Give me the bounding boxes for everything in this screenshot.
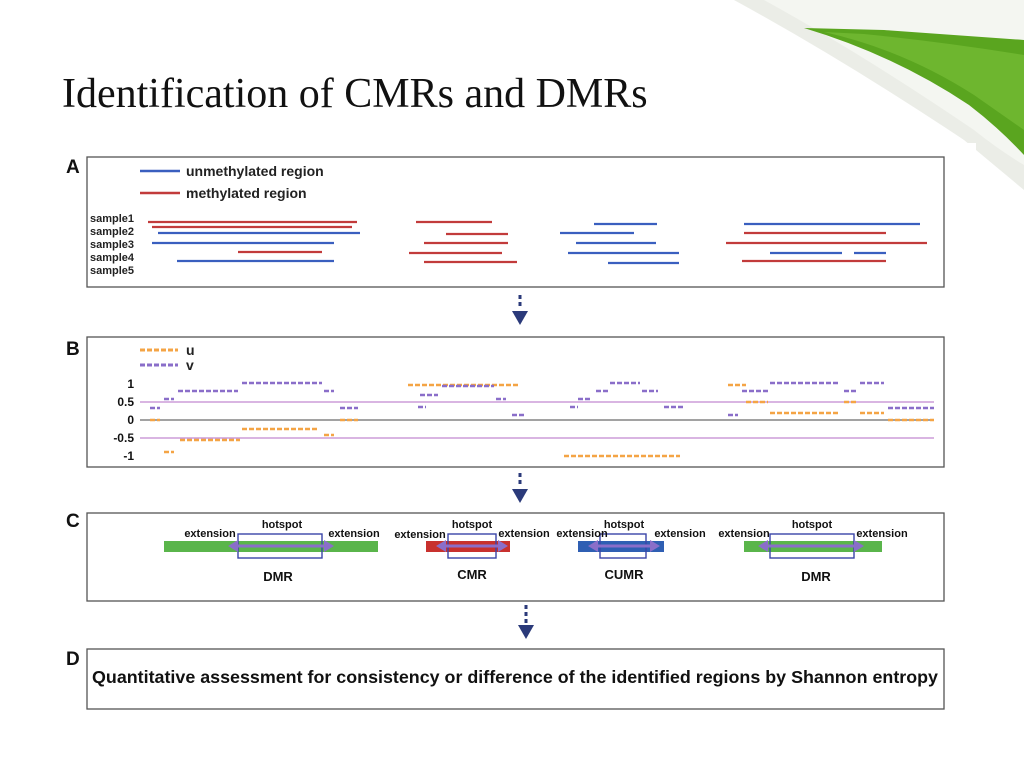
- hotspot-arrow-head-left: [758, 540, 768, 552]
- flow-arrow-b-c: [512, 473, 528, 503]
- region-dmr-2: extension hotspot extension DMR: [718, 519, 908, 584]
- extension-label-right: extension: [654, 528, 706, 540]
- slide-title: Identification of CMRs and DMRs: [62, 71, 648, 117]
- y-tick-neg-0-5: -0.5: [113, 431, 134, 445]
- region-cmr: extension hotspot extension CMR: [394, 519, 550, 582]
- y-tick-neg-1: -1: [123, 449, 134, 463]
- extension-label-right: extension: [498, 528, 550, 540]
- extension-label-right: extension: [856, 528, 908, 540]
- extension-label-left: extension: [718, 528, 770, 540]
- panel-d-text: Quantitative assessment for consistency …: [92, 667, 938, 687]
- hotspot-arrow-head-left: [436, 540, 446, 552]
- region-type-label: CUMR: [605, 567, 645, 582]
- legend-v-label: v: [186, 357, 194, 373]
- hotspot-arrow-head-right: [498, 540, 508, 552]
- figure: A unmethylated region methylated region …: [62, 143, 976, 721]
- hotspot-arrow-head-right: [324, 540, 334, 552]
- region-type-label: DMR: [263, 569, 293, 584]
- y-tick-0: 0: [127, 413, 134, 427]
- extension-label-left: extension: [556, 528, 608, 540]
- panel-a-letter: A: [66, 157, 80, 178]
- extension-label-left: extension: [184, 528, 236, 540]
- sample-label-2: sample2: [90, 226, 134, 238]
- panel-c-letter: C: [66, 511, 80, 532]
- region-type-label: DMR: [801, 569, 831, 584]
- panel-a-segments: [148, 220, 927, 265]
- corner-leaf-decoration: [734, 0, 1024, 190]
- hotspot-label: hotspot: [262, 519, 303, 531]
- panel-b-letter: B: [66, 339, 80, 360]
- leaf-green-highlight: [824, 32, 1024, 130]
- sample-label-1: sample1: [90, 213, 134, 225]
- hotspot-arrow-head-left: [228, 540, 238, 552]
- region-type-label: CMR: [457, 567, 487, 582]
- hotspot-label: hotspot: [452, 519, 493, 531]
- sample-label-3: sample3: [90, 239, 134, 251]
- hotspot-label: hotspot: [604, 519, 645, 531]
- flow-arrow-c-d: [518, 605, 534, 639]
- v-series-segments: [150, 381, 934, 417]
- hotspot-arrow-head-right: [650, 540, 660, 552]
- region-cumr: extension hotspot extension CUMR: [556, 519, 706, 582]
- panel-d-letter: D: [66, 649, 80, 670]
- legend-unmethylated-label: unmethylated region: [186, 163, 324, 179]
- extension-label-left: extension: [394, 529, 446, 541]
- sample-label-5: sample5: [90, 265, 134, 277]
- y-tick-0-5: 0.5: [117, 395, 134, 409]
- hotspot-arrow-head-right: [854, 540, 864, 552]
- region-dmr-1: extension hotspot extension DMR: [164, 519, 380, 584]
- hotspot-arrow-head-left: [588, 540, 598, 552]
- hotspot-label: hotspot: [792, 519, 833, 531]
- figure-canvas: A unmethylated region methylated region …: [66, 156, 945, 710]
- flow-arrow-a-b: [512, 295, 528, 325]
- legend-methylated-label: methylated region: [186, 185, 307, 201]
- u-series-segments: [150, 383, 934, 458]
- extension-label-right: extension: [328, 528, 380, 540]
- y-tick-1: 1: [127, 377, 134, 391]
- panel-c-box: [86, 512, 945, 602]
- sample-label-4: sample4: [90, 252, 135, 264]
- legend-u-label: u: [186, 342, 195, 358]
- panel-d-box: [86, 648, 945, 710]
